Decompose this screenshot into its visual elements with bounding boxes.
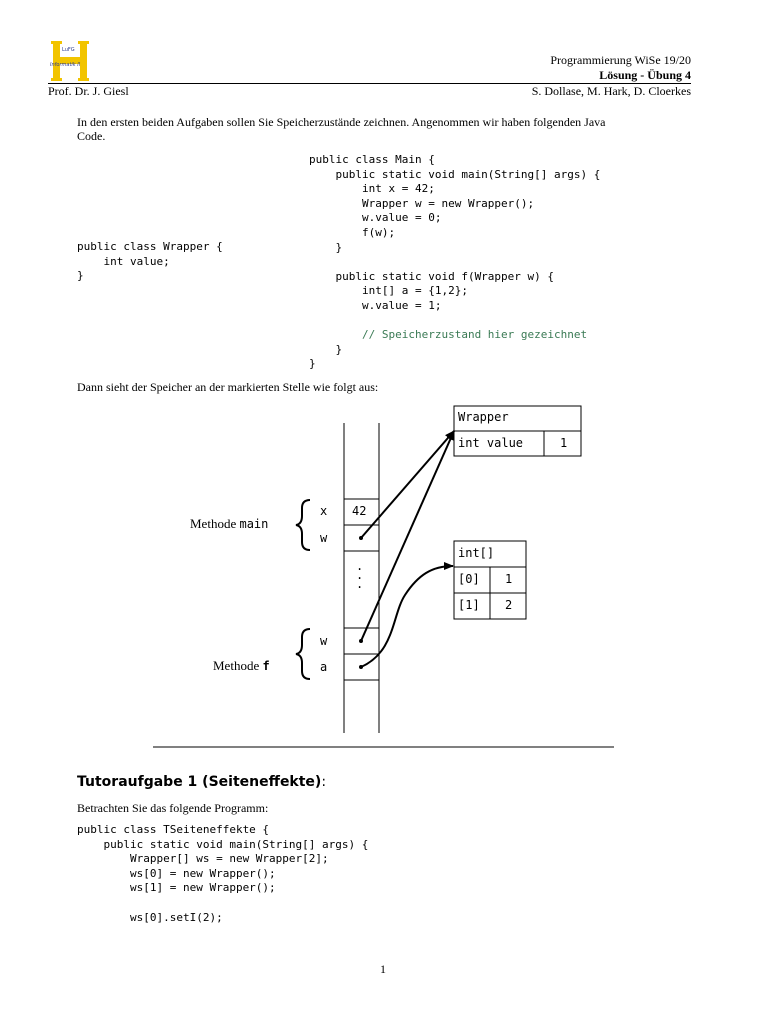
array-title: int[] — [458, 546, 495, 560]
stack-var-a: a — [320, 660, 328, 674]
code-line: } — [309, 357, 316, 371]
code-line: } — [309, 342, 343, 356]
f-a-arrow — [360, 562, 454, 668]
header-rule — [48, 83, 691, 84]
code-line: } — [77, 269, 84, 283]
course-title: Programmierung WiSe 19/20 — [550, 53, 691, 67]
wrapper-title: Wrapper — [458, 410, 509, 424]
wrapper-class-code: public class Wrapper { int value; } — [77, 240, 223, 284]
intro-line-2: Code. — [77, 129, 106, 143]
wrapper-field: int value — [458, 436, 524, 450]
stack-var-w-f: w — [320, 634, 328, 648]
stack-var-w-main: w — [320, 531, 328, 545]
code-line: public class Main { — [309, 153, 435, 166]
code-line: public static void f(Wrapper w) { — [309, 269, 555, 283]
code-line: } — [309, 240, 343, 254]
code-line: ws[0].setI(2); — [77, 910, 223, 924]
method-main-label: Methode main — [190, 516, 269, 531]
array-index-0: [0] — [458, 572, 480, 586]
code-line: public class Wrapper { — [77, 240, 223, 253]
memory-diagram — [153, 405, 614, 748]
code-line: Wrapper[] ws = new Wrapper[2]; — [77, 852, 329, 866]
after-code-text: Dann sieht der Speicher an der markierte… — [77, 380, 379, 394]
array-index-1: [1] — [458, 598, 480, 612]
code-line: int x = 42; — [309, 182, 435, 196]
sheet-title: Lösung - Übung 4 — [599, 68, 691, 82]
assistants: S. Dollase, M. Hark, D. Cloerkes — [531, 84, 691, 98]
code-line: f(w); — [309, 225, 396, 239]
code-line: ws[0] = new Wrapper(); — [77, 866, 276, 880]
task-title: Tutoraufgabe 1 (Seiteneffekte): — [77, 774, 327, 790]
wrapper-value: 1 — [560, 436, 568, 450]
code-line: w.value = 0; — [309, 211, 442, 225]
logo-text-top: LuFG — [62, 47, 75, 53]
main-brace-icon — [295, 499, 311, 551]
code-line: int value; — [77, 254, 170, 268]
stack-dots: . . . — [356, 559, 364, 591]
array-value-1: 2 — [505, 598, 513, 612]
code-line: public static void main(String[] args) { — [77, 837, 369, 851]
main-class-code: public class Main { public static void m… — [309, 153, 600, 372]
task-intro: Betrachten Sie das folgende Programm: — [77, 801, 269, 815]
code-line: Wrapper w = new Wrapper(); — [309, 196, 535, 210]
code-line: w.value = 1; — [309, 298, 442, 312]
code-comment: // Speicherzustand hier gezeichnet — [309, 328, 588, 342]
method-f-label: Methode f — [213, 658, 270, 673]
main-w-arrow — [360, 430, 455, 539]
code-line: int[] a = {1,2}; — [309, 284, 468, 298]
f-w-arrow — [360, 430, 455, 642]
logo: LuFG Informatik II — [48, 40, 92, 82]
array-value-0: 1 — [505, 572, 513, 586]
stack-value-x: 42 — [352, 504, 367, 518]
code-line: public class TSeiteneffekte { — [77, 823, 270, 836]
task-code: public class TSeiteneffekte { public sta… — [77, 823, 368, 925]
code-line: ws[1] = new Wrapper(); — [77, 881, 276, 895]
code-line: public static void main(String[] args) { — [309, 167, 601, 181]
professor: Prof. Dr. J. Giesl — [48, 84, 129, 98]
logo-text-bottom: Informatik II — [50, 62, 81, 68]
f-brace-icon — [295, 628, 311, 680]
lufg-logo-icon — [51, 41, 89, 81]
page-number: 1 — [380, 962, 386, 976]
intro-line-1: In den ersten beiden Aufgaben sollen Sie… — [77, 115, 606, 129]
stack-var-x: x — [320, 504, 328, 518]
